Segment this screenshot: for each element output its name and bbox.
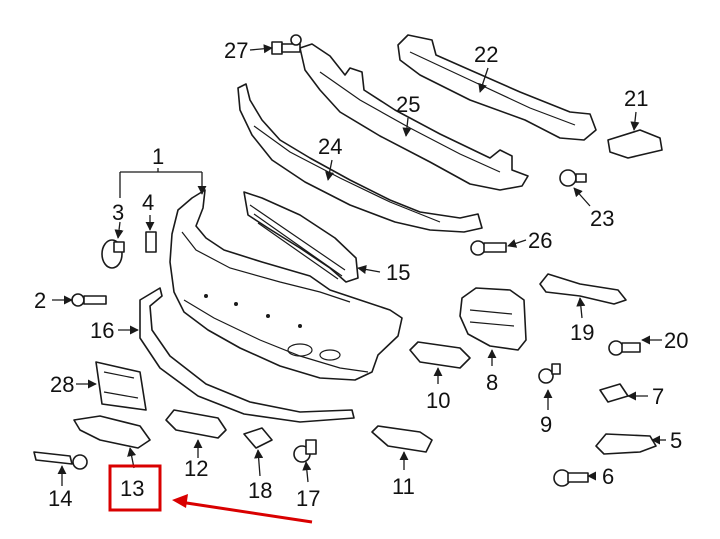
label-8: 8 [486, 370, 498, 395]
part-2-bolt [71, 293, 107, 307]
part-24-absorber-lower [237, 83, 483, 233]
label-12: 12 [184, 456, 208, 481]
part-13-grille-insert [73, 415, 151, 449]
label-23: 23 [590, 206, 614, 231]
label-25: 25 [396, 92, 420, 117]
part-21-bracket [607, 129, 663, 159]
label-14: 14 [48, 486, 72, 511]
label-24: 24 [318, 134, 342, 159]
part-9-screw [538, 363, 561, 384]
label-19: 19 [570, 320, 594, 345]
part-1-bumper-cover [169, 189, 403, 381]
part-5-bracket [595, 433, 657, 455]
label-21: 21 [624, 86, 648, 111]
label-18: 18 [248, 478, 272, 503]
part-28-license-bracket [95, 361, 147, 411]
part-19-bracket [539, 273, 627, 305]
part-3-tow-hook-cover [101, 239, 125, 269]
highlight-annotation [108, 464, 313, 524]
label-17: 17 [296, 486, 320, 511]
label-20: 20 [664, 328, 688, 353]
label-3: 3 [112, 200, 124, 225]
label-22: 22 [474, 42, 498, 67]
part-11-trim [371, 425, 433, 453]
part-8-lamp-housing [459, 287, 527, 351]
label-13: 13 [120, 476, 144, 501]
part-20-bolt [608, 340, 641, 356]
highlight-arrow [179, 500, 313, 524]
part-16-lip-spoiler [139, 287, 355, 423]
part-6-screw [553, 469, 589, 487]
label-9: 9 [540, 412, 552, 437]
highlight-box [108, 464, 162, 512]
part-4-clip [145, 231, 157, 253]
part-12-trim [165, 409, 227, 439]
label-4: 4 [142, 190, 154, 215]
part-7-clip [599, 383, 629, 403]
label-16: 16 [90, 318, 114, 343]
label-26: 26 [528, 228, 552, 253]
label-15: 15 [386, 260, 410, 285]
part-14-sensor [33, 451, 88, 470]
part-15-grille [243, 191, 359, 283]
part-17-bolt [293, 439, 317, 463]
label-10: 10 [426, 388, 450, 413]
label-28: 28 [50, 372, 74, 397]
part-26-bolt [470, 240, 507, 256]
label-27: 27 [224, 38, 248, 63]
label-7: 7 [652, 384, 664, 409]
callout-labels: 1 2 3 4 5 6 7 8 9 10 11 12 13 14 15 16 1… [34, 38, 688, 511]
part-22-absorber-upper [397, 34, 597, 141]
part-18-clip [243, 427, 273, 449]
part-10-fog-trim [409, 341, 471, 369]
label-5: 5 [670, 428, 682, 453]
label-6: 6 [602, 464, 614, 489]
label-1: 1 [152, 144, 164, 169]
label-2: 2 [34, 288, 46, 313]
part-27-bolt [271, 34, 302, 55]
leader-lines [52, 44, 666, 486]
part-23-screw [559, 169, 587, 187]
label-11: 11 [392, 474, 415, 499]
